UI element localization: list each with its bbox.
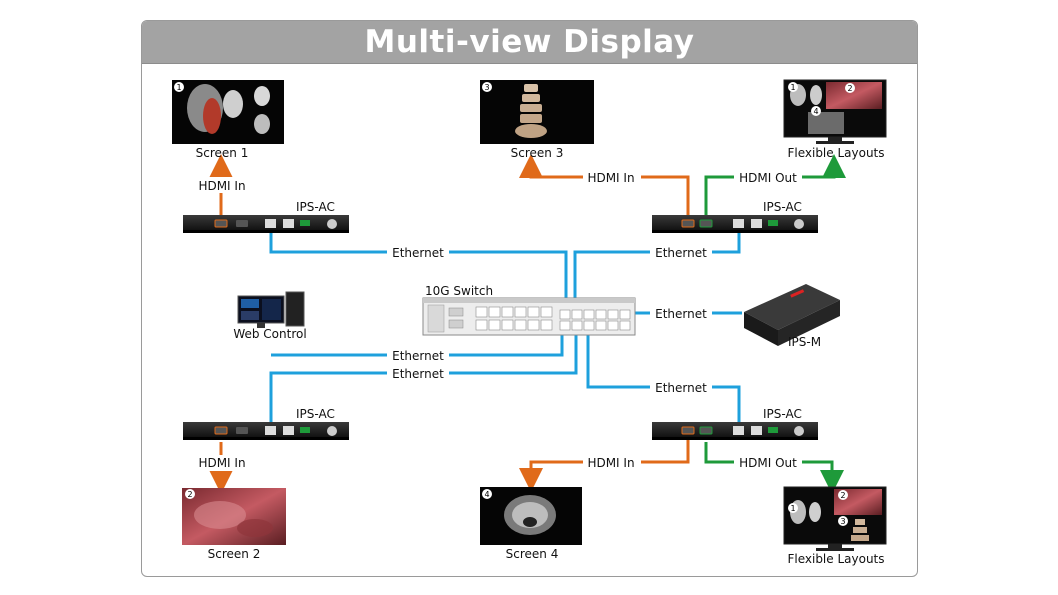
screen-1-label: Screen 1 (196, 146, 249, 160)
screen-2: 2 Screen 2 (182, 488, 286, 561)
ips-ac-bottom-right: IPS-AC (652, 407, 818, 440)
ips-ac-top-left-label: IPS-AC (296, 200, 335, 214)
ips-ac-top-right-label: IPS-AC (763, 200, 802, 214)
flex-bottom-badge-1: 1 (790, 504, 795, 513)
eth-label-bottom-left: Ethernet (392, 367, 444, 381)
eth-line-web (271, 335, 564, 357)
eth-label-top-right: Ethernet (655, 246, 707, 260)
hdmi-in-label-1: HDMI In (198, 179, 245, 193)
link-labels: HDMI In HDMI In HDMI Out HDMI In HDMI In… (194, 169, 802, 471)
flex-bottom-badge-3: 3 (840, 517, 845, 526)
eth-line-top-right (573, 226, 741, 310)
monitor-flexible-top: 1 2 4 Flexible Layouts (783, 79, 887, 160)
ips-m-label: IPS-M (788, 335, 821, 349)
eth-label-bottom-right: Ethernet (655, 381, 707, 395)
hdmi-in-label-4: HDMI In (587, 456, 634, 470)
screen-1: 1 Screen 1 (172, 80, 284, 160)
eth-label-top-left: Ethernet (392, 246, 444, 260)
ips-ac-top-left: IPS-AC (183, 200, 349, 233)
screen-4: 4 Screen 4 (480, 487, 582, 561)
monitor-flexible-bottom: 1 2 3 Flexible Layouts (783, 486, 887, 566)
screen-1-badge: 1 (176, 83, 181, 92)
ips-ac-bottom-left-label: IPS-AC (296, 407, 335, 421)
web-control-label: Web Control (233, 327, 306, 341)
web-control-pc: Web Control (233, 291, 307, 341)
flex-top-label: Flexible Layouts (787, 146, 884, 160)
eth-label-web: Ethernet (392, 349, 444, 363)
screen-4-label: Screen 4 (506, 547, 559, 561)
flex-bottom-badge-2: 2 (840, 491, 845, 500)
ips-ac-bottom-left: IPS-AC (183, 407, 349, 440)
flex-bottom-label: Flexible Layouts (787, 552, 884, 566)
page-title: Multi-view Display (364, 24, 695, 60)
ips-m-device: IPS-M (744, 284, 840, 349)
network-switch: 10G Switch (422, 284, 636, 336)
screen-4-badge: 4 (484, 490, 489, 499)
switch-label: 10G Switch (425, 284, 493, 298)
hdmi-in-label-3: HDMI In (587, 171, 634, 185)
hdmi-in-label-2: HDMI In (198, 456, 245, 470)
ips-ac-bottom-right-label: IPS-AC (763, 407, 802, 421)
flex-top-badge-2: 2 (847, 84, 852, 93)
hdmi-out-label-bottom: HDMI Out (739, 456, 797, 470)
ips-ac-top-right: IPS-AC (652, 200, 818, 233)
screen-3-badge: 3 (484, 83, 489, 92)
flex-top-badge-1: 1 (790, 83, 795, 92)
screen-3-label: Screen 3 (511, 146, 564, 160)
title-banner: Multi-view Display (142, 21, 917, 64)
hdmi-out-label-top: HDMI Out (739, 171, 797, 185)
screen-2-badge: 2 (187, 490, 192, 499)
flex-top-badge-4: 4 (813, 107, 818, 116)
eth-label-ips-m: Ethernet (655, 307, 707, 321)
screen-2-label: Screen 2 (208, 547, 261, 561)
screen-3: 3 Screen 3 (480, 80, 594, 160)
eth-line-top-left (269, 226, 568, 310)
